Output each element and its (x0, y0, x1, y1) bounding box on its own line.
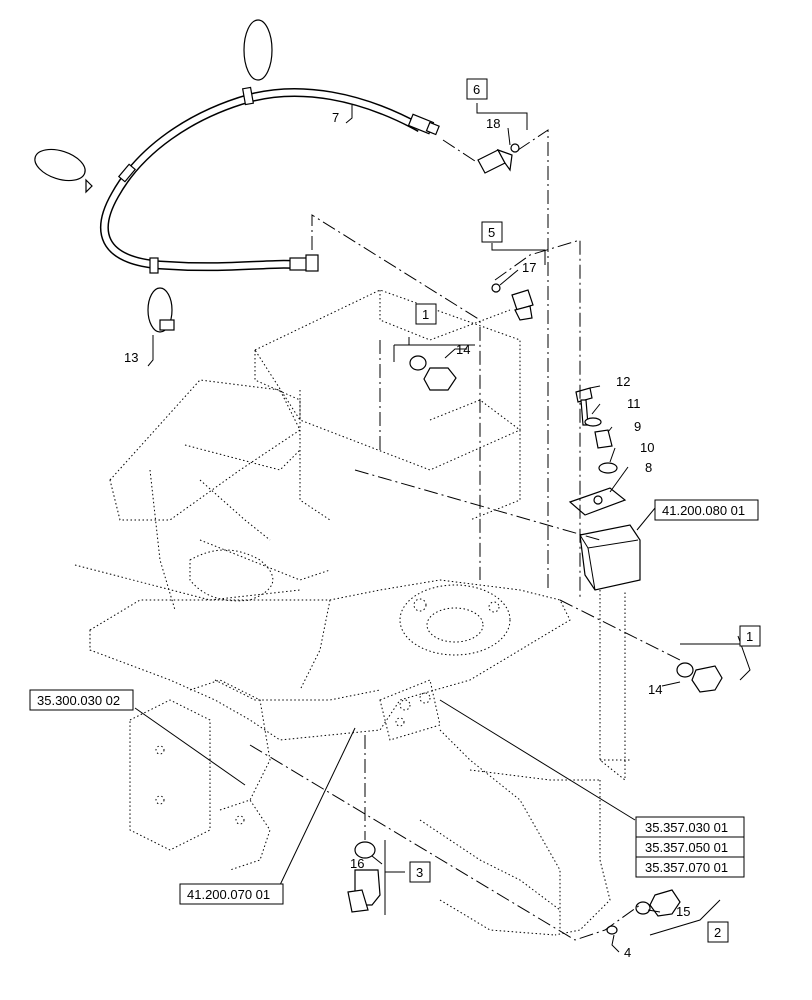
boxed-callout-1-upper: 1 (422, 307, 429, 322)
elbow-fitting-top (477, 143, 520, 174)
callout-17: 17 (522, 260, 536, 275)
callout-15: 15 (676, 904, 690, 919)
nut-fitting-lower-right (606, 889, 681, 935)
callout-4: 4 (624, 945, 631, 960)
callout-12: 12 (616, 374, 630, 389)
boxed-callout-2: 2 (714, 925, 721, 940)
callout-9: 9 (634, 419, 641, 434)
leader-lines (134, 105, 681, 953)
reference-41-200-080-01: 41.200.080 01 (662, 503, 745, 518)
callout-18: 18 (486, 116, 500, 131)
callout-8: 8 (645, 460, 652, 475)
boxed-callout-1-right: 1 (746, 629, 753, 644)
elbow-fitting-bottom (347, 841, 381, 913)
hydraulic-hose (99, 86, 440, 274)
reference-boxes: 41.200.080 01 35.300.030 02 41.200.070 0… (29, 499, 759, 905)
boxed-callout-6: 6 (473, 82, 480, 97)
callout-7: 7 (332, 110, 339, 125)
callout-10: 10 (640, 440, 654, 455)
callout-14-upper: 14 (456, 342, 470, 357)
boxed-callouts: 6 5 1 1 2 3 (409, 78, 761, 943)
reference-35-357-050-01: 35.357.050 01 (645, 840, 728, 855)
boxed-callout-3: 3 (416, 865, 423, 880)
center-lines (249, 129, 681, 941)
nut-fitting-upper (409, 355, 457, 391)
mount-block (579, 524, 641, 591)
cable-tie-loops (34, 19, 273, 333)
elbow-fitting-mid (491, 283, 534, 321)
reference-35-300-030-02: 35.300.030 02 (37, 693, 120, 708)
reference-41-200-070-01: 41.200.070 01 (187, 887, 270, 902)
machine-frame (74, 289, 630, 936)
reference-35-357-070-01: 35.357.070 01 (645, 860, 728, 875)
callout-13: 13 (124, 350, 138, 365)
boxed-callout-5: 5 (488, 225, 495, 240)
callout-14-right: 14 (648, 682, 662, 697)
group-brackets (384, 103, 751, 936)
reference-35-357-030-01: 35.357.030 01 (645, 820, 728, 835)
nut-fitting-right (676, 662, 723, 693)
callout-labels: 7 13 14 18 17 12 11 9 10 8 14 16 15 4 (124, 110, 690, 960)
callout-11: 11 (627, 396, 641, 411)
callout-16: 16 (350, 856, 364, 871)
